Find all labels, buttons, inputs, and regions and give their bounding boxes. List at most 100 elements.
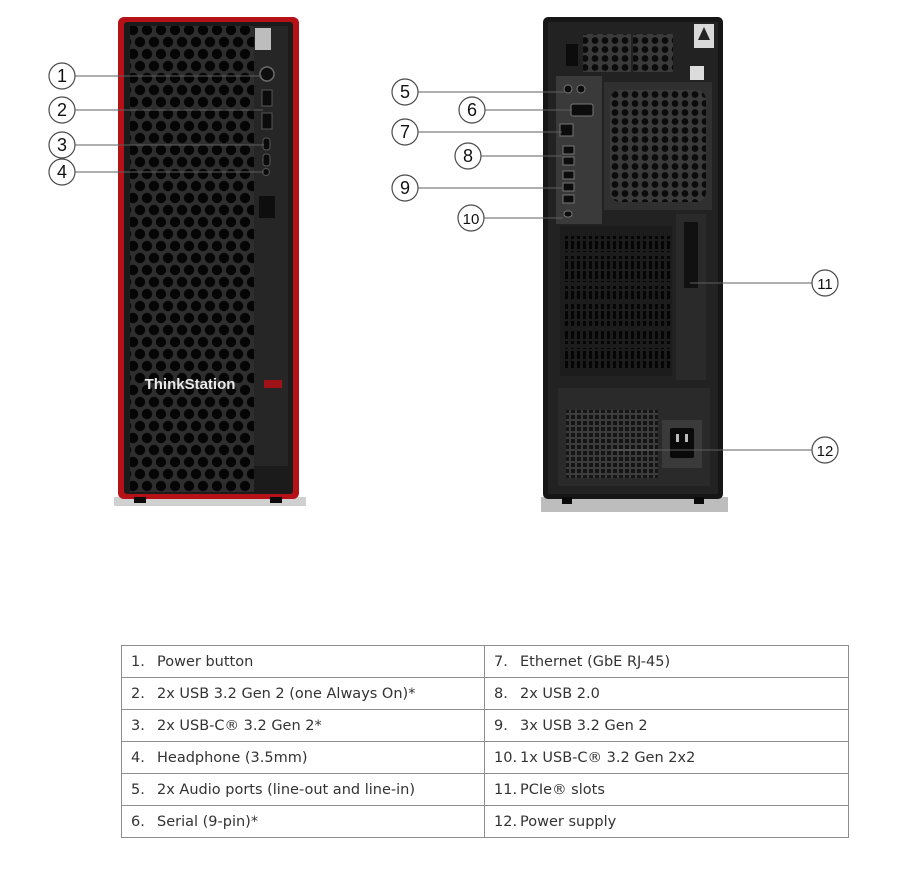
rear-foot — [562, 497, 572, 504]
legend-item-label: Ethernet (GbE RJ-45) — [520, 653, 671, 670]
callout-11: 11 — [817, 276, 833, 293]
legend-row: 1. Power button 7. Ethernet (GbE RJ-45) — [121, 645, 849, 678]
pcie-slot-bracket — [563, 330, 671, 344]
callout-circle — [391, 174, 419, 202]
warning-icon — [698, 27, 710, 40]
callout-circle — [48, 62, 76, 90]
pcie-clip — [684, 222, 698, 288]
power-button-icon — [259, 66, 275, 82]
lenovo-badge — [264, 380, 282, 388]
callout-12: 12 — [817, 443, 834, 460]
legend-row: 2.2x USB 3.2 Gen 2 (one Always On)*8.2x … — [121, 677, 849, 710]
lock-slot — [566, 44, 578, 66]
legend-cell-left: 1. Power button — [121, 645, 485, 678]
callout-10: 10 — [463, 211, 480, 228]
front-latch — [255, 28, 271, 50]
legend-item-number: 5. — [131, 781, 145, 798]
callout-numbers: 1 2 3 4 5 6 7 8 9 10 11 12 — [57, 66, 833, 460]
legend-item-label: Serial (9-pin)* — [157, 813, 259, 830]
callout-circle — [458, 96, 486, 124]
callout-circle — [457, 204, 485, 232]
legend-cell-right: 7. Ethernet (GbE RJ-45) — [484, 645, 849, 678]
audio-jack-icon — [576, 84, 586, 94]
legend-item-number: 11. — [494, 781, 518, 798]
usb-a-port-icon — [562, 170, 575, 180]
legend-row: 6. Serial (9-pin)* 12.Power supply — [121, 805, 849, 838]
legend-item-number: 1. — [131, 653, 145, 670]
front-chassis: ThinkStation — [114, 17, 306, 506]
pcie-slot-bracket — [563, 286, 671, 300]
front-foot — [270, 497, 282, 503]
callout-7: 7 — [400, 122, 410, 142]
callout-circle — [811, 269, 839, 297]
legend-item-number: 9. — [494, 717, 508, 734]
workstation-diagram: ThinkStation — [48, 17, 839, 512]
legend-item-number: 2. — [131, 685, 145, 702]
legend-cell-right: 12.Power supply — [484, 805, 849, 838]
front-foot — [134, 497, 146, 503]
callout-circle — [811, 436, 839, 464]
callout-circle — [454, 142, 482, 170]
callout-circle — [48, 96, 76, 124]
legend-cell-left: 2.2x USB 3.2 Gen 2 (one Always On)* — [121, 677, 485, 710]
rear-chassis — [541, 17, 728, 512]
legend-cell-right: 10.1x USB-C® 3.2 Gen 2x2 — [484, 741, 849, 774]
power-pin — [676, 434, 679, 442]
legend-item-number: 7. — [494, 653, 508, 670]
rear-foot — [694, 497, 704, 504]
rear-fan-grille — [610, 90, 706, 202]
callout-2: 2 — [57, 100, 67, 120]
callout-4: 4 — [57, 162, 67, 182]
callout-8: 8 — [463, 146, 473, 166]
top-vent-left — [583, 34, 631, 72]
callout-1: 1 — [57, 66, 67, 86]
legend-item-label: Power supply — [520, 813, 617, 830]
legend-cell-right: 8.2x USB 2.0 — [484, 677, 849, 710]
callout-3: 3 — [57, 135, 67, 155]
legend-item-number: 6. — [131, 813, 145, 830]
usb-c-port-icon — [262, 153, 271, 167]
pcie-slot-bracket — [563, 348, 671, 368]
pcie-slot-bracket — [563, 236, 671, 252]
pcie-slot-bracket — [563, 304, 671, 326]
legend-item-number: 10. — [494, 749, 518, 766]
front-bay-slot — [259, 196, 275, 218]
legend-cell-left: 6. Serial (9-pin)* — [121, 805, 485, 838]
usb-a-port-icon — [562, 145, 575, 155]
callout-6: 6 — [467, 100, 477, 120]
pcie-slot-bracket — [563, 256, 671, 282]
legend-item-number: 8. — [494, 685, 508, 702]
usb-a-port-icon — [562, 194, 575, 204]
top-vent-right — [633, 34, 673, 72]
legend-item-label: 2x Audio ports (line-out and line-in) — [157, 781, 415, 798]
usb-c-port-icon — [262, 137, 271, 151]
legend-item-label: Headphone (3.5mm) — [157, 749, 308, 766]
callout-circle — [48, 131, 76, 159]
front-grille — [130, 26, 254, 492]
rear-latch — [690, 66, 704, 80]
rear-shadow — [541, 497, 728, 512]
legend-item-label: 3x USB 3.2 Gen 2 — [520, 717, 648, 734]
callout-5: 5 — [400, 82, 410, 102]
power-inlet-icon — [670, 428, 694, 458]
callout-bubbles — [48, 62, 839, 464]
legend-row: 5. 2x Audio ports (line-out and line-in) 1… — [121, 773, 849, 806]
legend-item-number: 4. — [131, 749, 145, 766]
callout-9: 9 — [400, 178, 410, 198]
legend-cell-right: 9. 3x USB 3.2 Gen 2 — [484, 709, 849, 742]
audio-jack-icon — [563, 84, 573, 94]
legend-item-label: Power button — [157, 653, 254, 670]
ethernet-port-icon — [559, 123, 574, 137]
legend-row: 4. Headphone (3.5mm) 10.1x USB-C® 3.2 Gen … — [121, 741, 849, 774]
usb-a-port-icon — [562, 156, 575, 166]
brand-logo: ThinkStation — [145, 376, 236, 393]
legend-item-number: 3. — [131, 717, 145, 734]
usb-a-port-icon — [562, 182, 575, 192]
serial-port-icon — [570, 103, 594, 117]
legend-row: 3.2x USB-C® 3.2 Gen 2*9.3x USB 3.2 Gen 2 — [121, 709, 849, 742]
psu-vent — [566, 410, 658, 478]
callout-circle — [48, 158, 76, 186]
callout-circle — [391, 78, 419, 106]
